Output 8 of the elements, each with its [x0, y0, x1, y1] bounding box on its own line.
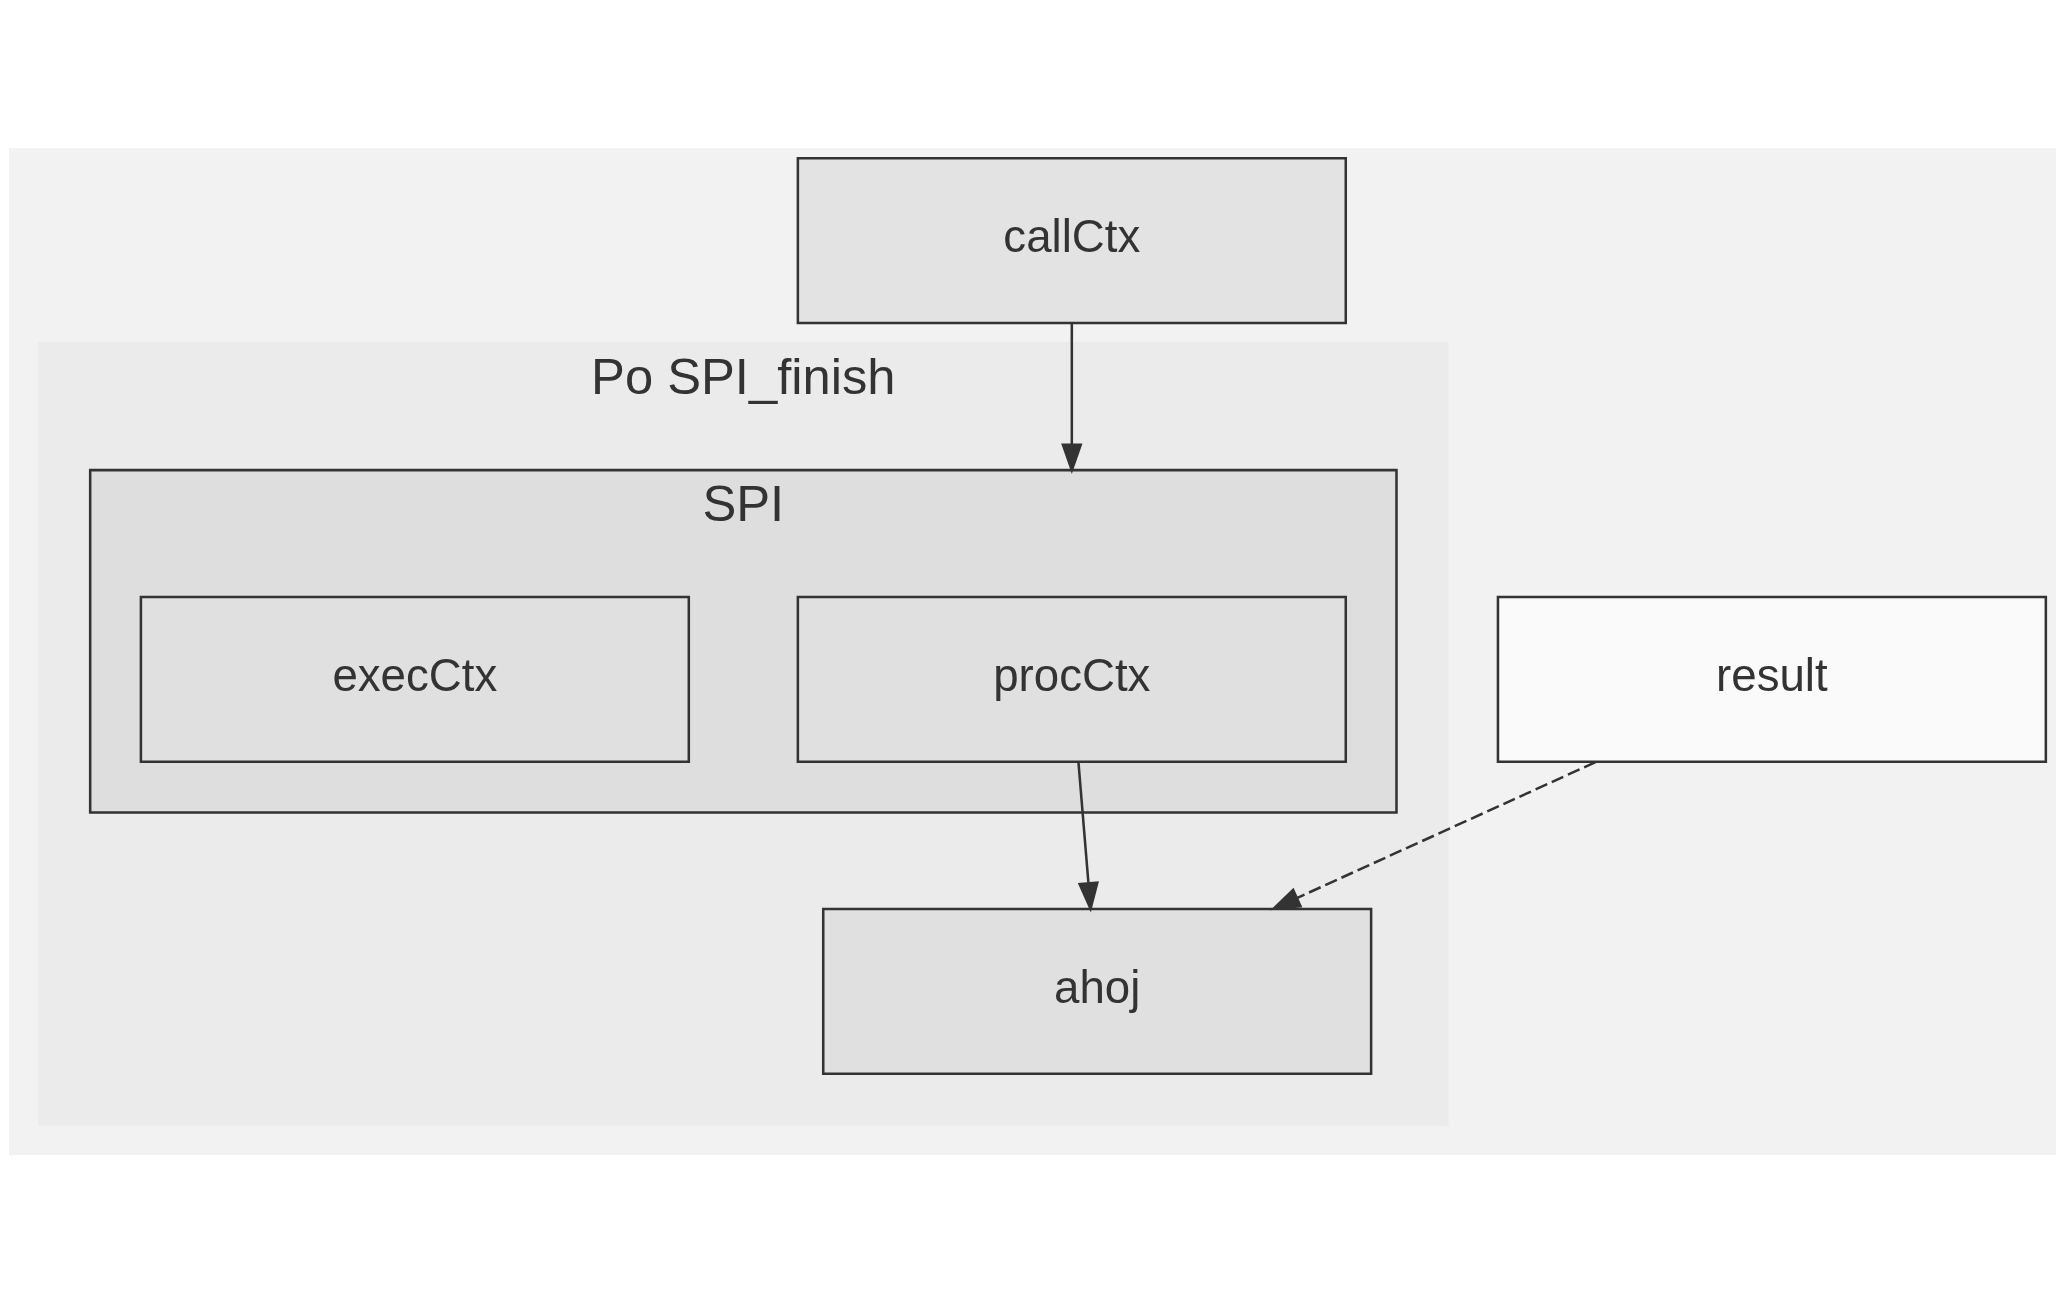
arrow — [1270, 760, 1597, 910]
node-box: callCtx — [796, 156, 1348, 324]
node-box: execCtx — [139, 595, 691, 763]
node-box: procCtx — [796, 595, 1348, 763]
node-box: result — [1496, 595, 2048, 763]
node-box: ahoj — [821, 907, 1373, 1075]
arrow — [1061, 323, 1083, 474]
arrow — [1077, 761, 1099, 913]
